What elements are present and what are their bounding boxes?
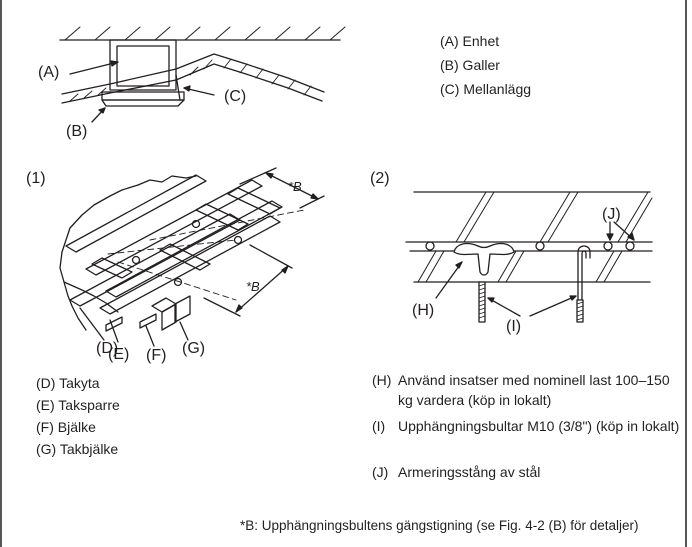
legend-A: (A) Enhet [440, 33, 500, 49]
label-D: (D) [96, 340, 119, 357]
top-ceiling-figure [59, 26, 346, 123]
legend-F: (F) Bjälke [36, 419, 96, 435]
label-J: (J) [602, 206, 621, 223]
legend-J-tag: (J) [372, 464, 389, 480]
legend-E: (E) Taksparre [36, 397, 120, 413]
legend-C: (C) Mellanlägg [440, 81, 532, 97]
legend-B: (B) Galler [440, 57, 500, 73]
label-C: (C) [224, 88, 247, 105]
legend-D: (D) Takyta [36, 375, 100, 391]
legend-J-text: Armeringsstång av stål [398, 464, 541, 480]
label-G: (G) [182, 340, 206, 357]
label-F: (F) [146, 347, 167, 364]
legend-I: (I) Upphängningsbultar M10 (3/8") (köp i… [372, 416, 684, 436]
legend-J: (J) Armeringsstång av stål [372, 462, 684, 482]
figure2-number: (2) [370, 170, 390, 187]
legend-H-text: Använd insatser med nominell last 100–15… [398, 372, 670, 408]
label-E: (E) [108, 346, 130, 363]
label-I: (I) [506, 318, 522, 335]
figure1-number: (1) [26, 170, 46, 187]
dimension-B-lower: *B [246, 279, 260, 294]
legend-I-text: Upphängningsbultar M10 (3/8") (köp in lo… [398, 418, 680, 434]
figure1-joists [59, 167, 325, 347]
legend-I-tag: (I) [372, 418, 386, 434]
label-B: (B) [66, 123, 88, 140]
legend-H-tag: (H) [372, 372, 392, 388]
dimension-B-upper: *B [288, 179, 302, 194]
figure2-inserts [405, 191, 653, 323]
label-H: (H) [412, 302, 435, 319]
label-A: (A) [38, 64, 60, 81]
legend-G: (G) Takbjälke [36, 441, 119, 457]
footnote: *B: Upphängningsbultens gängstigning (se… [240, 518, 639, 533]
legend-H: (H) Använd insatser med nominell last 10… [372, 370, 684, 410]
